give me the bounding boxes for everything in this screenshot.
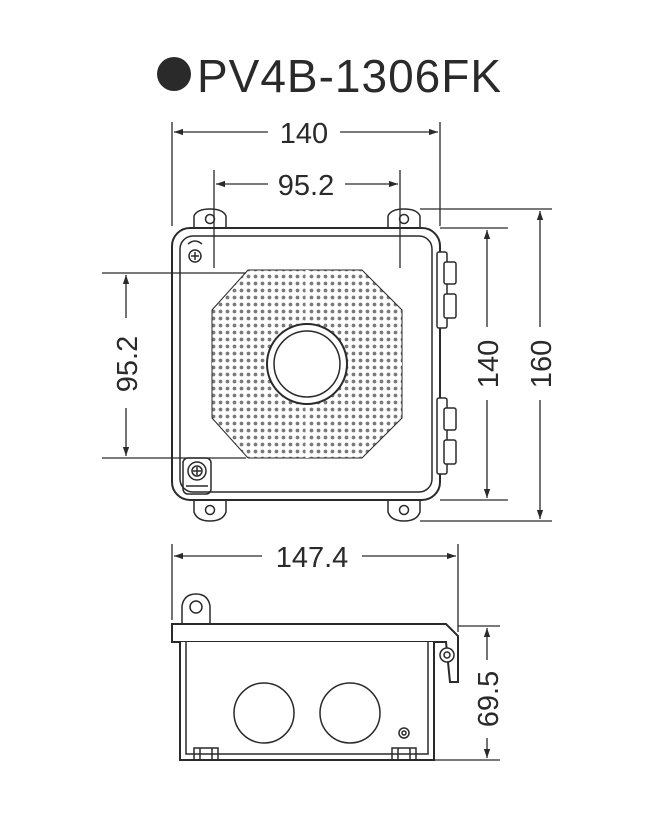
front-view bbox=[171, 208, 457, 522]
bullet-dot-icon bbox=[156, 57, 191, 91]
dim-side-height: 69.5 bbox=[473, 671, 505, 727]
dim-width-140: 140 bbox=[280, 118, 328, 150]
knockout-left bbox=[233, 682, 295, 744]
speaker-grille bbox=[211, 269, 403, 459]
small-screw-icon bbox=[398, 727, 410, 739]
model-name: PV4B-1306FK bbox=[196, 50, 503, 102]
side-dimensions bbox=[171, 544, 500, 761]
dim-grille-height: 95.2 bbox=[112, 336, 144, 392]
side-view bbox=[171, 593, 459, 761]
dim-height-160: 160 bbox=[526, 340, 558, 388]
model-title: PV4B-1306FK bbox=[0, 48, 659, 104]
body-outline bbox=[179, 642, 435, 761]
knockout-right bbox=[319, 682, 381, 744]
front-dimensions bbox=[102, 122, 552, 522]
mounting-tabs bbox=[193, 208, 421, 522]
screw-top-left-icon bbox=[187, 240, 203, 263]
dim-grille-width: 95.2 bbox=[278, 170, 334, 202]
box-inner-rim bbox=[179, 235, 433, 493]
dim-side-width: 147.4 bbox=[276, 542, 349, 574]
hinges bbox=[436, 251, 457, 475]
dim-height-140: 140 bbox=[473, 340, 505, 388]
